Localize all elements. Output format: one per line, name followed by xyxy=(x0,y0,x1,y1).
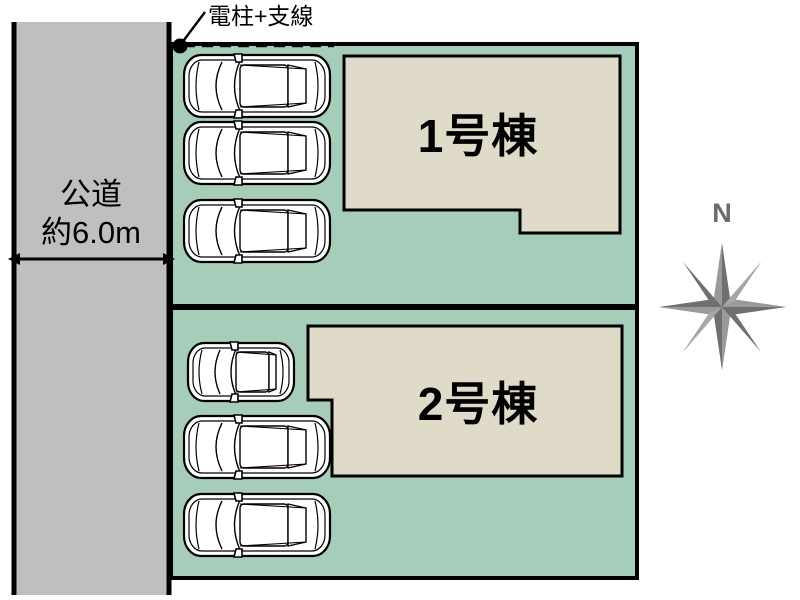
road-label-line2: 約6.0m xyxy=(41,215,141,250)
utility-pole-annotation xyxy=(172,11,334,54)
building-2-label: 2号棟 xyxy=(418,378,539,430)
building-1-label: 1号棟 xyxy=(418,110,539,162)
parking-car-1-1 xyxy=(182,52,332,120)
utility-pole-label: 電柱+支線 xyxy=(208,3,313,29)
parking-car-2-1 xyxy=(186,340,296,404)
road-label-line1: 公道 xyxy=(60,177,122,212)
building-1-footprint xyxy=(342,54,622,235)
compass-rose-icon xyxy=(659,243,786,370)
parking-car-2-3 xyxy=(182,491,332,559)
public-road-area xyxy=(11,22,172,595)
utility-pole-leader-line xyxy=(180,11,206,45)
utility-pole-dot xyxy=(172,38,188,54)
building-2-footprint xyxy=(306,324,624,478)
parking-car-1-2 xyxy=(182,119,332,187)
parking-car-2-2 xyxy=(182,413,332,481)
parking-car-1-3 xyxy=(182,197,332,265)
compass-north-label: N xyxy=(712,198,732,228)
